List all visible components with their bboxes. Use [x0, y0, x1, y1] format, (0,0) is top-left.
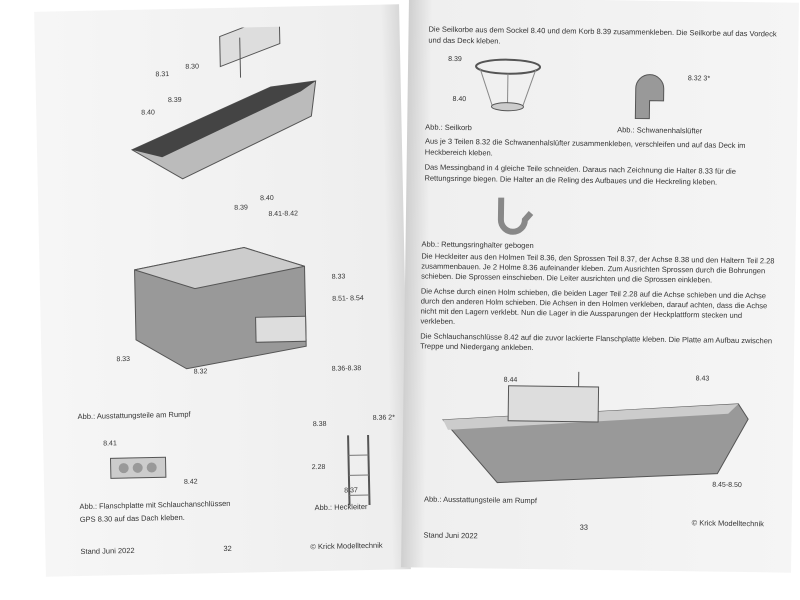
caption: Abb.: Ausstattungsteile am Rumpf	[77, 409, 191, 422]
label: 8.40	[260, 194, 274, 203]
rope-basket-illustration	[475, 58, 542, 112]
body-text: GPS 8.30 auf das Dach kleben.	[79, 512, 185, 525]
label: 8.32 3*	[687, 75, 711, 83]
label: 8.43	[695, 375, 710, 383]
footer-copyright: © Krick Modelltechnik	[310, 540, 383, 552]
label: 8.41-8.42	[268, 210, 299, 219]
caption: Abb.: Schwanenhalslüfter	[617, 125, 703, 136]
left-page: 8.30 8.31 8.39 8.40 8.39 8.40 8.41-8.42 …	[34, 4, 411, 577]
paragraph: Die Heckleiter aus den Holmen Teil 8.36,…	[421, 251, 775, 285]
label: 8.51- 8.54	[332, 295, 364, 303]
label: 8.44	[503, 376, 518, 384]
caption: Abb.: Seilkorb	[425, 122, 472, 133]
label: 8.39	[167, 96, 182, 105]
caption: Abb.: Ausstattungsteile am Rumpf	[423, 494, 538, 506]
caption: Abb.: Flanschplatte mit Schlauchanschlüs…	[79, 498, 231, 512]
label: 8.32	[193, 368, 208, 376]
caption: Abb.: Heckleiter	[314, 502, 368, 513]
label: 8.38	[312, 420, 327, 429]
page-number: 32	[223, 543, 232, 554]
paragraph: Die Seilkorbe aus dem Sockel 8.40 und de…	[428, 24, 777, 46]
footer-date: Stand Juni 2022	[423, 530, 478, 541]
label: 8.40	[452, 95, 467, 104]
paragraph: Die Schlauchanschlüsse 8.42 auf die zuvo…	[420, 331, 773, 353]
footer-date: Stand Juni 2022	[80, 545, 135, 557]
label: 8.36-8.38	[331, 365, 362, 373]
boat-stern-illustration	[134, 247, 307, 370]
caption: Abb.: Rettungsringhalter gebogen	[421, 239, 534, 251]
ring-holder-illustration	[497, 197, 534, 235]
right-page: Die Seilkorbe aus dem Sockel 8.40 und de…	[401, 0, 799, 573]
page-number: 33	[579, 522, 589, 532]
label: 8.33	[331, 273, 346, 281]
label: 8.30	[185, 63, 200, 71]
boat-side-illustration	[442, 371, 749, 484]
label: 8.37	[344, 487, 358, 495]
label: 8.45-8.50	[712, 481, 742, 489]
label: 8.39	[448, 55, 462, 64]
ladder-illustration	[347, 434, 371, 506]
label: 8.41	[103, 440, 117, 448]
label: 2.28	[311, 463, 326, 472]
paragraph: Die Achse durch einen Holm schieben, die…	[420, 286, 768, 326]
label: 8.31	[155, 71, 170, 79]
label: 8.39	[234, 204, 248, 212]
gooseneck-vent-illustration	[634, 74, 665, 120]
label: 8.36 2*	[372, 414, 395, 422]
paragraph: Aus je 3 Teilen 8.32 die Schwanenhalslüf…	[424, 136, 746, 158]
label: 8.40	[141, 109, 155, 117]
paragraph: Das Messingband in 4 gleiche Teile schne…	[424, 162, 736, 187]
footer-copyright: © Krick Modelltechnik	[691, 518, 764, 529]
flange-plate-illustration	[109, 456, 167, 479]
label: 8.42	[183, 478, 198, 486]
assembly-instructions: Die Heckleiter aus den Holmen Teil 8.36,…	[420, 252, 776, 362]
label: 8.33	[116, 355, 131, 364]
boat-illustration-top	[130, 25, 317, 180]
